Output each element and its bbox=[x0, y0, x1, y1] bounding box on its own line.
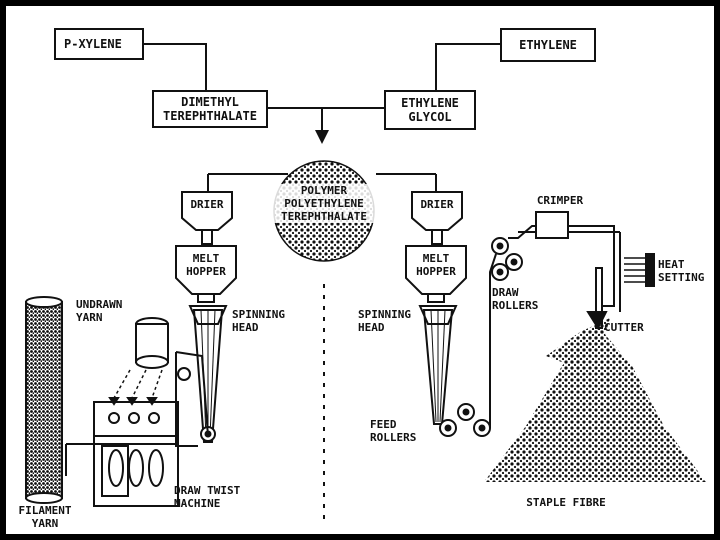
staple-fibre-label: STAPLE FIBRE bbox=[526, 496, 606, 509]
filament-machinery bbox=[25, 191, 237, 507]
ethylene-glycol-label: ETHYLENE GLYCOL bbox=[401, 96, 459, 124]
melt-hopper-label-right: MELT HOPPER bbox=[416, 252, 456, 278]
p-xylene-label: P-XYLENE bbox=[64, 37, 122, 51]
staple-fibre-heap bbox=[484, 324, 706, 482]
crimper-label: CRIMPER bbox=[536, 194, 584, 207]
ethylene-box: ETHYLENE bbox=[500, 28, 596, 62]
filament-yarn-label: FILAMENT YARN bbox=[18, 504, 72, 530]
spinning-head-label-right: SPINNING HEAD bbox=[358, 308, 411, 334]
spinning-head-label-left: SPINNING HEAD bbox=[232, 308, 285, 334]
process-flow-drawing bbox=[25, 43, 706, 526]
flow-arrow-icon bbox=[315, 130, 329, 144]
draw-rollers-label: DRAW ROLLERS bbox=[492, 286, 539, 312]
melt-hopper-label-left: MELT HOPPER bbox=[186, 252, 226, 278]
heat-setting-label: HEAT SETTING bbox=[658, 258, 705, 284]
ethylene-label: ETHYLENE bbox=[519, 38, 577, 52]
draw-twist-machine-label: DRAW TWIST MACHINE bbox=[174, 484, 241, 510]
falling-fibre bbox=[546, 318, 610, 366]
staple-machinery bbox=[405, 191, 655, 437]
connector-lines bbox=[143, 43, 500, 192]
drier-label-left: DRIER bbox=[190, 198, 224, 211]
dimethyl-terephthalate-label: DIMETHYL TEREPHTHALATE bbox=[163, 95, 257, 123]
ethylene-glycol-box: ETHYLENE GLYCOL bbox=[384, 90, 476, 130]
polymer-label: POLYMER POLYETHYLENE TEREPHTHALATE bbox=[270, 184, 378, 223]
feed-rollers-label: FEED ROLLERS bbox=[370, 418, 417, 444]
cutter-label: CUTTER bbox=[604, 321, 644, 334]
p-xylene-box: P-XYLENE bbox=[54, 28, 144, 60]
drier-label-right: DRIER bbox=[420, 198, 454, 211]
undrawn-yarn-label: UNDRAWN YARN bbox=[76, 298, 123, 324]
dimethyl-terephthalate-box: DIMETHYL TEREPHTHALATE bbox=[152, 90, 268, 128]
diagram-canvas: P-XYLENE ETHYLENE DIMETHYL TEREPHTHALATE… bbox=[6, 6, 714, 534]
